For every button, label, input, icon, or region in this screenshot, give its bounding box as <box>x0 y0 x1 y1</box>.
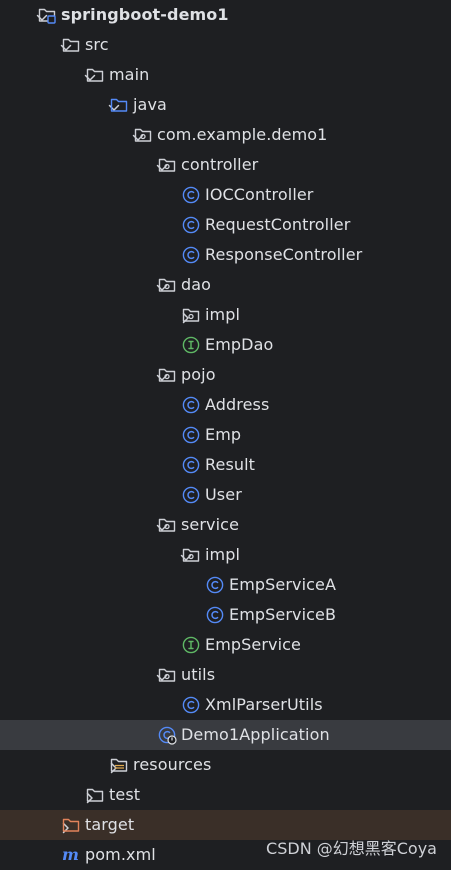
tree-node-target[interactable]: target <box>0 810 451 840</box>
tree-node-controller[interactable]: controller <box>0 150 451 180</box>
tree-node-label: impl <box>205 305 241 324</box>
source-folder-icon <box>109 95 129 115</box>
class-icon <box>181 485 201 505</box>
tree-node-label: target <box>85 815 135 834</box>
tree-node-label: XmlParserUtils <box>205 695 323 714</box>
tree-node-label: EmpServiceB <box>229 605 337 624</box>
tree-node-label: controller <box>181 155 259 174</box>
tree-node-responsecontroller[interactable]: ResponseController <box>0 240 451 270</box>
spring-boot-class-icon <box>157 725 177 745</box>
tree-node-label: service <box>181 515 240 534</box>
class-icon <box>181 395 201 415</box>
tree-node-label: Address <box>205 395 270 414</box>
interface-icon <box>181 635 201 655</box>
class-icon <box>181 425 201 445</box>
class-icon <box>181 215 201 235</box>
tree-node-label: pom.xml <box>85 845 156 864</box>
tree-node-dao[interactable]: dao <box>0 270 451 300</box>
tree-node-label: EmpDao <box>205 335 274 354</box>
folder-icon <box>85 785 105 805</box>
class-icon <box>205 575 225 595</box>
tree-node-pojo[interactable]: pojo <box>0 360 451 390</box>
package-icon <box>181 545 201 565</box>
class-icon <box>205 605 225 625</box>
tree-node-src[interactable]: src <box>0 30 451 60</box>
tree-node-pom-xml[interactable]: m pom.xml <box>0 840 451 870</box>
tree-node-java[interactable]: java <box>0 90 451 120</box>
tree-node-empdao[interactable]: EmpDao <box>0 330 451 360</box>
svg-text:m: m <box>62 845 79 864</box>
tree-node-label: resources <box>133 755 212 774</box>
tree-node-label: pojo <box>181 365 216 384</box>
tree-node-utils[interactable]: utils <box>0 660 451 690</box>
tree-node-empservice[interactable]: EmpService <box>0 630 451 660</box>
module-folder-icon <box>37 5 57 25</box>
tree-node-service[interactable]: service <box>0 510 451 540</box>
tree-node-address[interactable]: Address <box>0 390 451 420</box>
package-icon <box>157 155 177 175</box>
tree-node-empserviceb[interactable]: EmpServiceB <box>0 600 451 630</box>
tree-node-impl[interactable]: impl <box>0 300 451 330</box>
tree-node-label: Result <box>205 455 256 474</box>
class-icon <box>181 455 201 475</box>
package-icon <box>157 365 177 385</box>
tree-node-result[interactable]: Result <box>0 450 451 480</box>
package-icon <box>157 515 177 535</box>
class-icon <box>181 245 201 265</box>
tree-node-demo1application[interactable]: Demo1Application <box>0 720 451 750</box>
tree-node-label: com.example.demo1 <box>157 125 328 144</box>
tree-node-springboot-demo1[interactable]: springboot-demo1 <box>0 0 451 30</box>
folder-icon <box>61 35 81 55</box>
tree-node-user[interactable]: User <box>0 480 451 510</box>
tree-node-label: impl <box>205 545 241 564</box>
tree-node-label: User <box>205 485 242 504</box>
tree-node-label: Demo1Application <box>181 725 330 744</box>
tree-node-label: RequestController <box>205 215 351 234</box>
tree-node-label: utils <box>181 665 216 684</box>
tree-node-label: EmpService <box>205 635 301 654</box>
package-icon <box>157 665 177 685</box>
tree-node-label: EmpServiceA <box>229 575 337 594</box>
tree-node-label: test <box>109 785 141 804</box>
tree-node-com-example-demo1[interactable]: com.example.demo1 <box>0 120 451 150</box>
tree-node-label: ResponseController <box>205 245 363 264</box>
package-icon <box>133 125 153 145</box>
tree-node-label: main <box>109 65 150 84</box>
tree-node-emp[interactable]: Emp <box>0 420 451 450</box>
tree-node-xmlparserutils[interactable]: XmlParserUtils <box>0 690 451 720</box>
tree-node-requestcontroller[interactable]: RequestController <box>0 210 451 240</box>
folder-icon <box>85 65 105 85</box>
tree-node-test[interactable]: test <box>0 780 451 810</box>
class-icon <box>181 695 201 715</box>
tree-node-empservicea[interactable]: EmpServiceA <box>0 570 451 600</box>
tree-node-label: Emp <box>205 425 242 444</box>
tree-node-ioccontroller[interactable]: IOCController <box>0 180 451 210</box>
excluded-folder-icon <box>61 815 81 835</box>
package-icon <box>181 305 201 325</box>
tree-node-label: IOCController <box>205 185 314 204</box>
resources-folder-icon <box>109 755 129 775</box>
class-icon <box>181 185 201 205</box>
tree-node-label: springboot-demo1 <box>61 5 229 24</box>
tree-node-main[interactable]: main <box>0 60 451 90</box>
interface-icon <box>181 335 201 355</box>
watermark: CSDN @幻想黑客Coya <box>266 839 437 858</box>
tree-node-resources[interactable]: resources <box>0 750 451 780</box>
tree-node-impl[interactable]: impl <box>0 540 451 570</box>
package-icon <box>157 275 177 295</box>
tree-node-label: src <box>85 35 109 54</box>
tree-node-label: dao <box>181 275 212 294</box>
tree-node-label: java <box>133 95 167 114</box>
maven-icon: m <box>61 845 81 865</box>
